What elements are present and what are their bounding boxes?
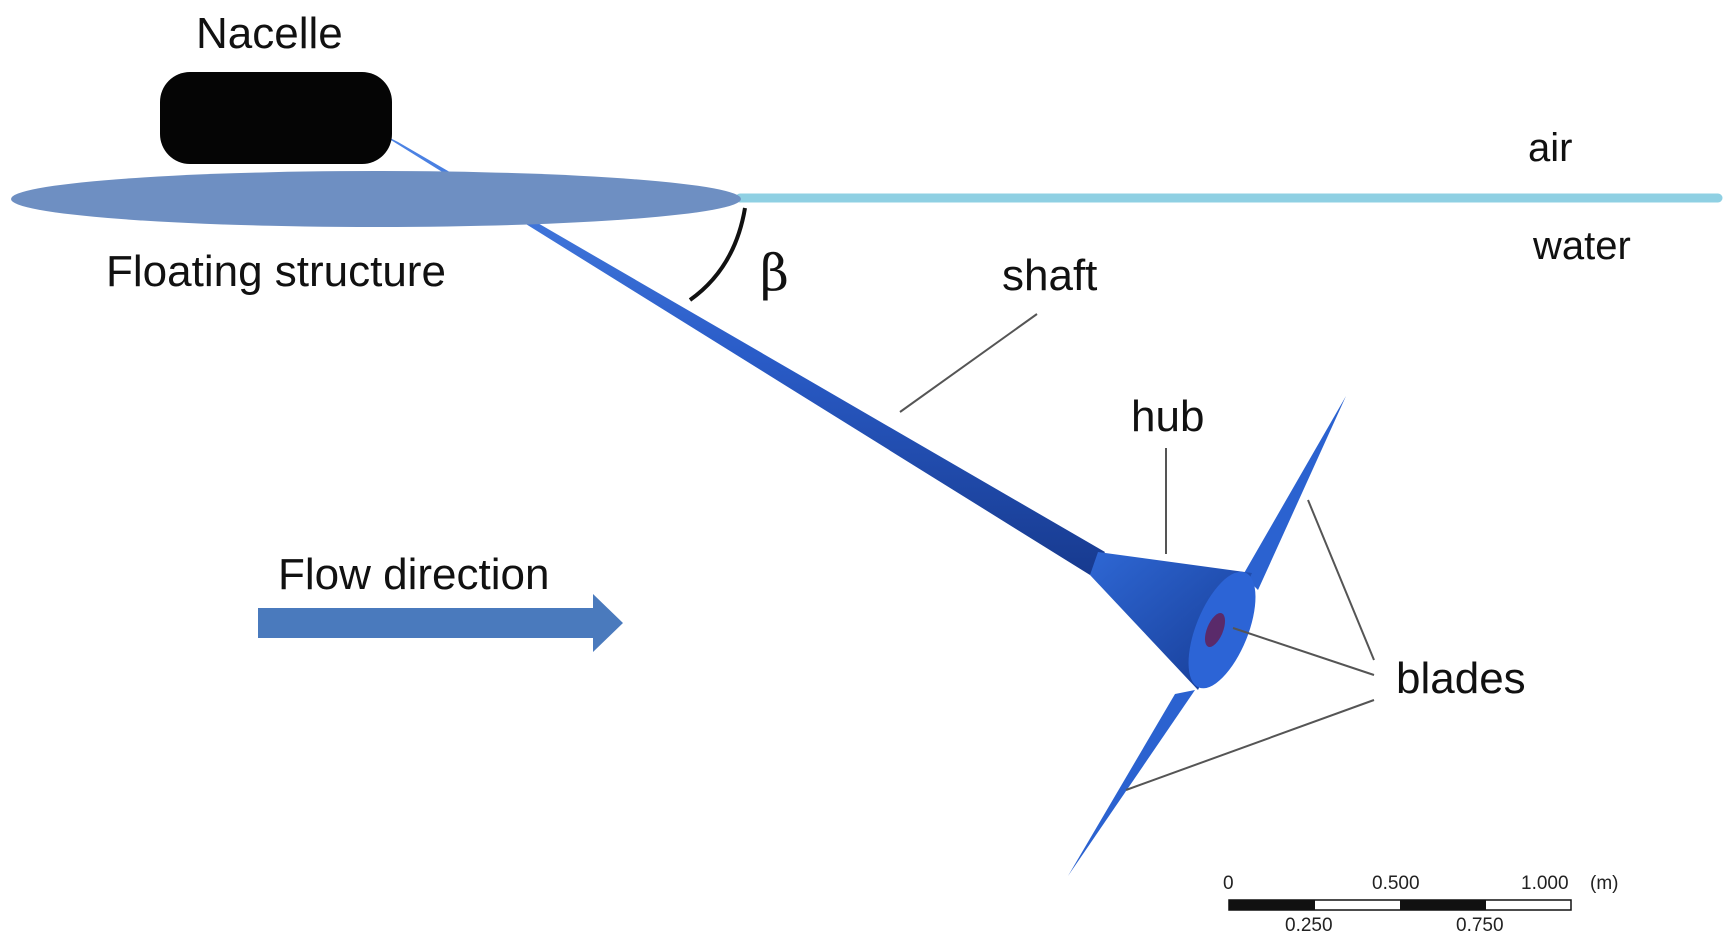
blade-leader-line-1 [1307, 499, 1375, 661]
water-label: water [1533, 224, 1631, 268]
flow-direction-label: Flow direction [278, 550, 550, 599]
nacelle-label: Nacelle [196, 9, 343, 58]
hub-tip [1204, 613, 1226, 647]
scale-tick-1000: 1.000 [1521, 873, 1569, 894]
air-label: air [1528, 126, 1573, 170]
shaft [378, 132, 1105, 575]
scale-unit: (m) [1590, 873, 1619, 894]
scale-tick-0: 0 [1223, 873, 1234, 894]
scale-tick-0500: 0.500 [1372, 873, 1420, 894]
blade-leader-line-3 [1125, 699, 1375, 791]
nacelle [160, 72, 392, 164]
scale-bar [1228, 899, 1572, 911]
blade-lower [1068, 690, 1195, 876]
blade-leader-line-2 [1232, 627, 1375, 676]
blades-label: blades [1396, 654, 1526, 703]
scale-tick-0750: 0.750 [1456, 915, 1504, 936]
angle-beta-label: β [760, 244, 789, 302]
floating-structure [11, 171, 741, 227]
floating-structure-label: Floating structure [106, 247, 446, 296]
blade-upper [1243, 396, 1346, 590]
flow-direction-arrow [258, 594, 623, 652]
scale-tick-0250: 0.250 [1285, 915, 1333, 936]
shaft-label: shaft [1002, 251, 1098, 300]
angle-arc [688, 207, 747, 302]
shaft-leader-line [899, 313, 1038, 413]
hub-label: hub [1131, 392, 1205, 441]
